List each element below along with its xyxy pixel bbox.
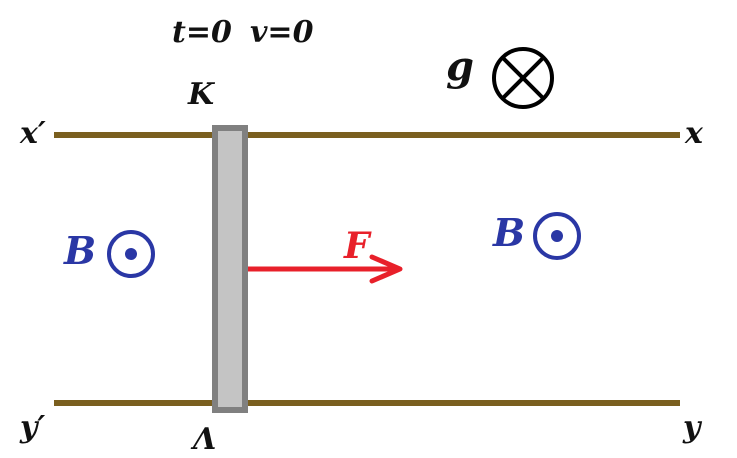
time-label: t=0	[172, 15, 232, 50]
field-label-left: B	[63, 228, 96, 273]
out-of-page-icon	[107, 230, 155, 278]
into-page-icon	[492, 47, 554, 109]
bar-bottom-label: Λ	[190, 422, 216, 457]
gravity-label: g	[446, 43, 474, 90]
rail-bottom-left-label: y′	[19, 410, 45, 445]
force-label: F	[343, 225, 372, 267]
rail-top-left-label: x′	[19, 116, 46, 151]
bar-top-label: K	[187, 77, 216, 112]
conducting-bar	[212, 125, 248, 413]
force-arrow	[248, 254, 403, 284]
velocity-label: v=0	[250, 15, 314, 50]
out-of-page-icon	[533, 212, 581, 260]
rail-top-right-label: x	[684, 116, 704, 151]
rail-bottom-right-label: y	[682, 410, 703, 445]
field-label-right: B	[492, 210, 525, 255]
